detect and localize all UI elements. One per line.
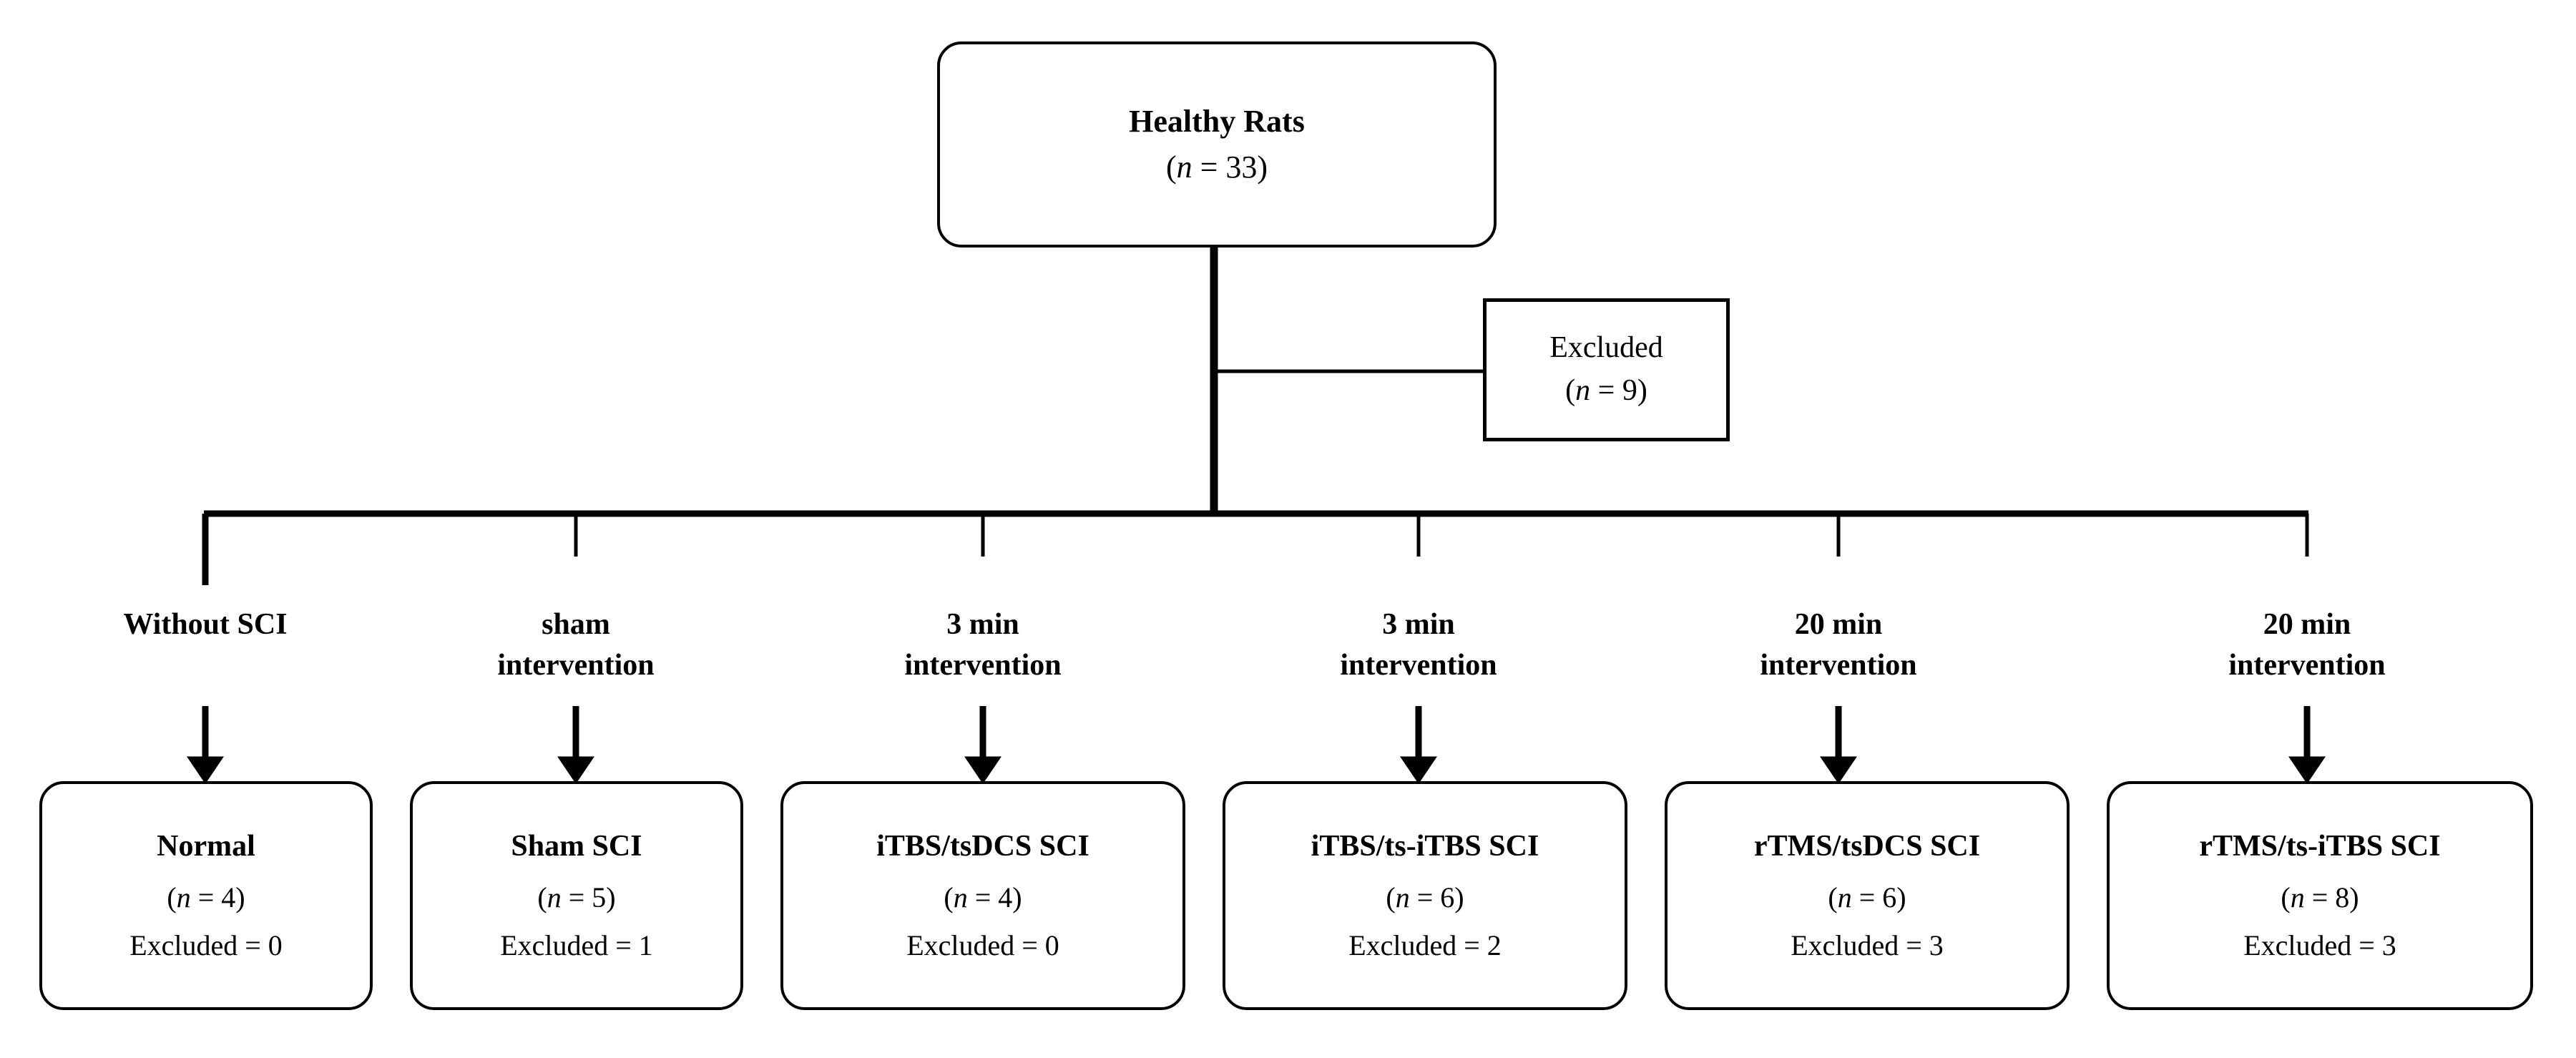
arrow-group-1 — [187, 706, 224, 784]
group-excluded: Excluded = 3 — [1791, 929, 1944, 962]
group-excluded: Excluded = 0 — [129, 929, 283, 962]
branch-label-5: 20 min intervention — [1760, 608, 1917, 682]
node-group-rtms-ts-itbs-sci: rTMS/ts-iTBS SCI (n = 8) Excluded = 3 — [2107, 781, 2533, 1010]
branch-label-4: 3 min intervention — [1340, 608, 1497, 682]
group-name: Normal — [157, 830, 255, 863]
branch-label-3: 3 min intervention — [904, 608, 1062, 682]
group-name: rTMS/tsDCS SCI — [1753, 830, 1981, 863]
group-count: (n = 5) — [537, 881, 616, 913]
group-excluded: Excluded = 0 — [906, 929, 1059, 962]
arrow-group-4 — [1400, 706, 1437, 784]
group-name: Sham SCI — [511, 830, 642, 863]
arrow-group-3 — [964, 706, 1001, 784]
node-group-itbs-ts-itbs-sci: iTBS/ts-iTBS SCI (n = 6) Excluded = 2 — [1223, 781, 1627, 1010]
branch-label-2: sham intervention — [497, 608, 655, 682]
excluded-count: (n = 9) — [1565, 374, 1647, 407]
root-label: Healthy Rats — [1129, 104, 1305, 139]
node-group-normal: Normal (n = 4) Excluded = 0 — [39, 781, 373, 1010]
node-healthy-rats: Healthy Rats (n = 33) — [937, 41, 1497, 248]
group-excluded: Excluded = 2 — [1348, 929, 1502, 962]
group-name: iTBS/tsDCS SCI — [876, 830, 1089, 863]
group-name: rTMS/ts-iTBS SCI — [2199, 830, 2441, 863]
group-excluded: Excluded = 1 — [500, 929, 653, 962]
root-count: (n = 33) — [1165, 150, 1268, 185]
group-name: iTBS/ts-iTBS SCI — [1311, 830, 1539, 863]
group-count: (n = 8) — [2281, 881, 2359, 913]
branch-label-1: Without SCI — [123, 608, 288, 641]
group-count: (n = 6) — [1828, 881, 1906, 913]
group-count: (n = 6) — [1386, 881, 1464, 913]
group-count: (n = 4) — [944, 881, 1022, 913]
arrow-group-2 — [557, 706, 594, 784]
node-group-rtms-tsdcs-sci: rTMS/tsDCS SCI (n = 6) Excluded = 3 — [1665, 781, 2070, 1010]
arrow-group-6 — [2288, 706, 2326, 784]
node-group-itbs-tsdcs-sci: iTBS/tsDCS SCI (n = 4) Excluded = 0 — [780, 781, 1185, 1010]
arrow-group-5 — [1820, 706, 1857, 784]
excluded-label: Excluded — [1549, 331, 1663, 365]
node-group-sham-sci: Sham SCI (n = 5) Excluded = 1 — [410, 781, 743, 1010]
group-count: (n = 4) — [167, 881, 245, 913]
group-excluded: Excluded = 3 — [2243, 929, 2396, 962]
branch-label-6: 20 min intervention — [2228, 608, 2386, 682]
node-excluded: Excluded (n = 9) — [1483, 298, 1730, 441]
